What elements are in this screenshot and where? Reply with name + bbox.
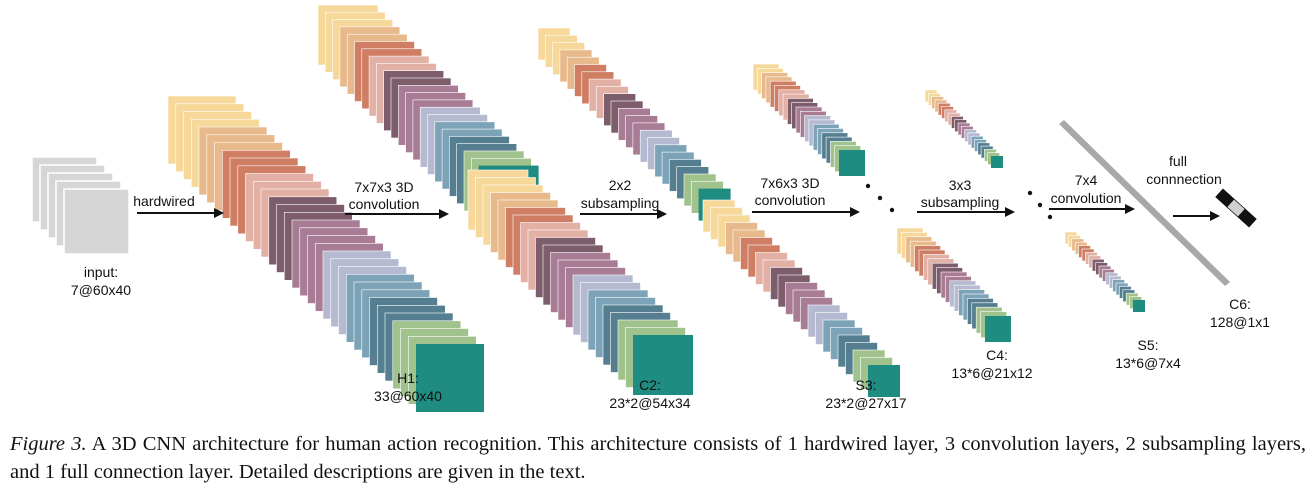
h1-stack-map (416, 344, 484, 412)
s5-stack-a (924, 89, 1003, 168)
label-input-size: 7@60x40 (71, 282, 131, 298)
label-input-name: input: (84, 264, 118, 280)
op-full-line1: full (1169, 153, 1187, 169)
label-c2-size: 23*2@54x34 (609, 395, 690, 411)
label-s5-size: 13*6@7x4 (1115, 355, 1181, 371)
label-h1-name: H1: (397, 370, 419, 386)
label-s3-size: 23*2@27x17 (825, 395, 906, 411)
label-c6-size: 128@1x1 (1210, 314, 1270, 330)
feature-map-stacks (31, 4, 1145, 412)
c2-stack-a (317, 4, 539, 226)
ellipsis-dots-2 (1027, 190, 1053, 220)
s5-stack-b (1064, 231, 1145, 312)
label-c2-name: C2: (639, 377, 661, 393)
op-conv1-line1: 7x7x3 3D (354, 179, 413, 195)
op-sub2-line1: 3x3 (949, 177, 972, 193)
figure-caption: Figure 3. A 3D CNN architecture for huma… (10, 430, 1306, 486)
c4-stack-b-map (985, 316, 1011, 342)
cnn-architecture-diagram: hardwired 7x7x3 3D convolution 2x2 subsa… (31, 4, 1270, 412)
label-h1-size: 33@60x40 (374, 388, 442, 404)
op-conv3-line1: 7x4 (1075, 172, 1098, 188)
c4-stack-a-map (839, 150, 865, 176)
s5-stack-b-map (1133, 300, 1145, 312)
c2-stack-b-map (633, 335, 693, 395)
op-conv2-line2: convolution (755, 192, 826, 208)
op-hardwired: hardwired (133, 193, 194, 209)
s3-stack-b-map (868, 365, 900, 397)
c4-stack-a (752, 63, 865, 176)
op-conv2-line1: 7x6x3 3D (760, 175, 819, 191)
op-sub1-line2: subsampling (581, 195, 660, 211)
input-stack-map (63, 188, 130, 255)
s3-stack-b (702, 199, 900, 397)
label-c4-size: 13*6@21x12 (951, 365, 1032, 381)
label-c6-name: C6: (1229, 296, 1251, 312)
c4-stack-b (896, 227, 1011, 342)
op-full-line2: connnection (1146, 171, 1222, 187)
caption-label: Figure 3. (10, 433, 87, 455)
op-sub2-line2: subsampling (921, 194, 1000, 210)
c6-output-node (1215, 188, 1257, 228)
op-conv1-line2: convolution (349, 196, 420, 212)
op-sub1-line1: 2x2 (609, 177, 632, 193)
label-c4-name: C4: (986, 347, 1008, 363)
c2-stack-b (467, 169, 693, 395)
full-connection-bar (1059, 120, 1230, 286)
label-s5-name: S5: (1137, 337, 1158, 353)
s5-stack-a-map (991, 156, 1003, 168)
ellipsis-dots-1 (865, 183, 895, 213)
caption-text: A 3D CNN architecture for human action r… (10, 433, 1306, 483)
h1-stack (167, 95, 484, 412)
s3-stack-a (537, 27, 731, 221)
label-s3-name: S3: (855, 377, 876, 393)
op-conv3-line2: convolution (1051, 190, 1122, 206)
input-stack (31, 156, 130, 255)
